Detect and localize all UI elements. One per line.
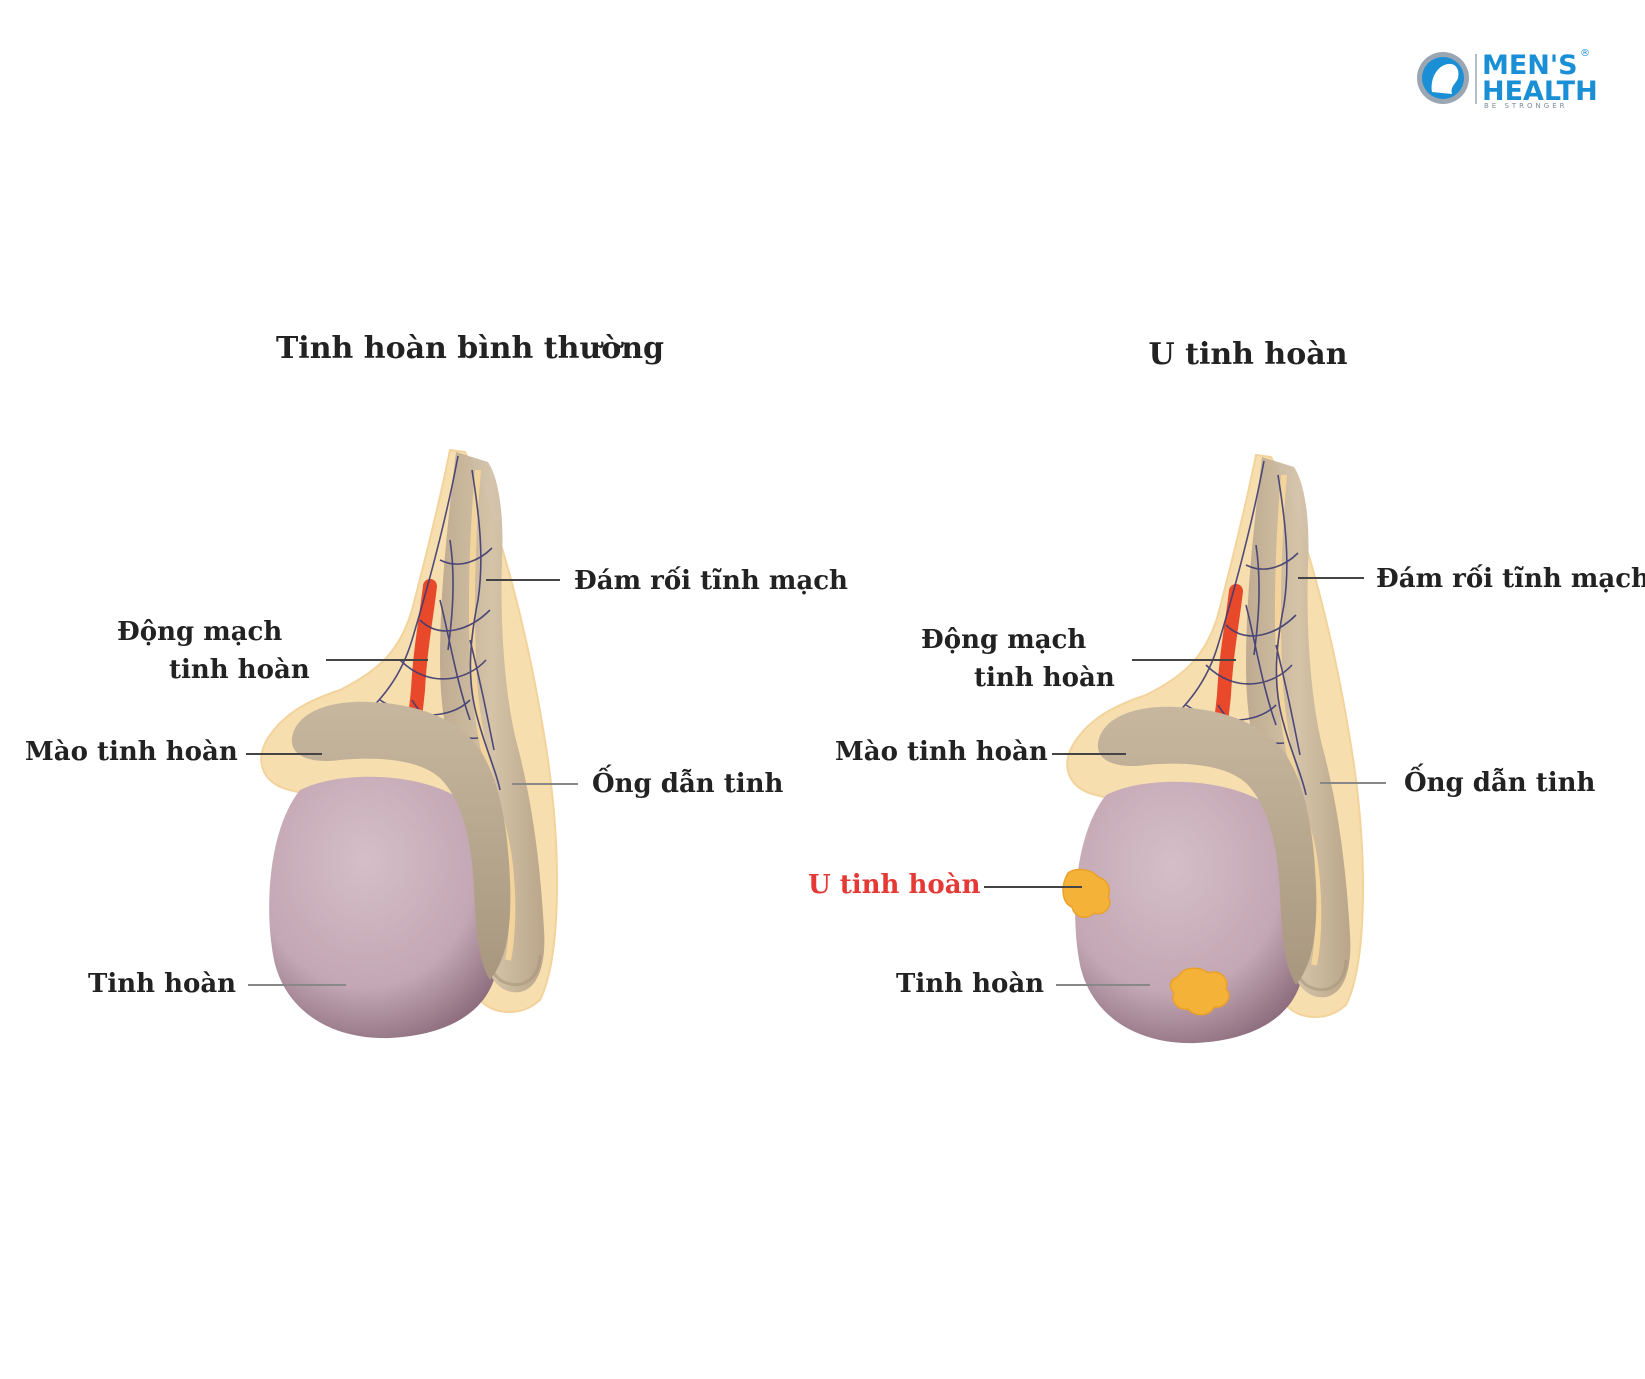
mens-health-head-icon [1417,52,1469,104]
logo-line2: HEALTH [1482,76,1598,107]
tumor-lower [1169,967,1230,1016]
label-artery-line1-2: Động mạch [921,625,1086,655]
normal-testis-illustration [261,450,557,1038]
label-testis-2: Tinh hoàn [896,969,1044,999]
label-epididymis: Mào tinh hoàn [25,737,238,767]
tumor-testis-illustration [1063,455,1363,1043]
logo-tagline: BE STRONGER [1484,102,1568,110]
label-testis: Tinh hoàn [88,969,236,999]
label-epididymis-2: Mào tinh hoàn [835,737,1048,767]
label-artery-line1: Động mạch [117,617,282,647]
label-artery-line2-2: tinh hoàn [974,663,1115,693]
panel-tumor: U tinh hoàn Đám rối tĩnh mạch Động mạch … [808,337,1645,1043]
panel-normal-title: Tinh hoàn bình thường [276,331,664,366]
label-tumor: U tinh hoàn [808,870,981,900]
label-venous-plexus-2: Đám rối tĩnh mạch [1376,563,1645,594]
mens-health-logo: MEN'S HEALTH ® BE STRONGER [1417,48,1598,110]
logo-registered: ® [1580,48,1590,59]
tumor-upper [1062,868,1111,918]
panel-tumor-title: U tinh hoàn [1149,337,1348,372]
label-artery-line2: tinh hoàn [169,655,310,685]
panel-normal: Tinh hoàn bình thường Đám rối tĩnh mạch … [25,331,848,1038]
label-venous-plexus: Đám rối tĩnh mạch [574,565,848,596]
logo-line1: MEN'S [1482,50,1578,81]
label-vas-deferens-2: Ống dẫn tinh [1404,763,1596,798]
label-vas-deferens: Ống dẫn tinh [592,764,784,799]
